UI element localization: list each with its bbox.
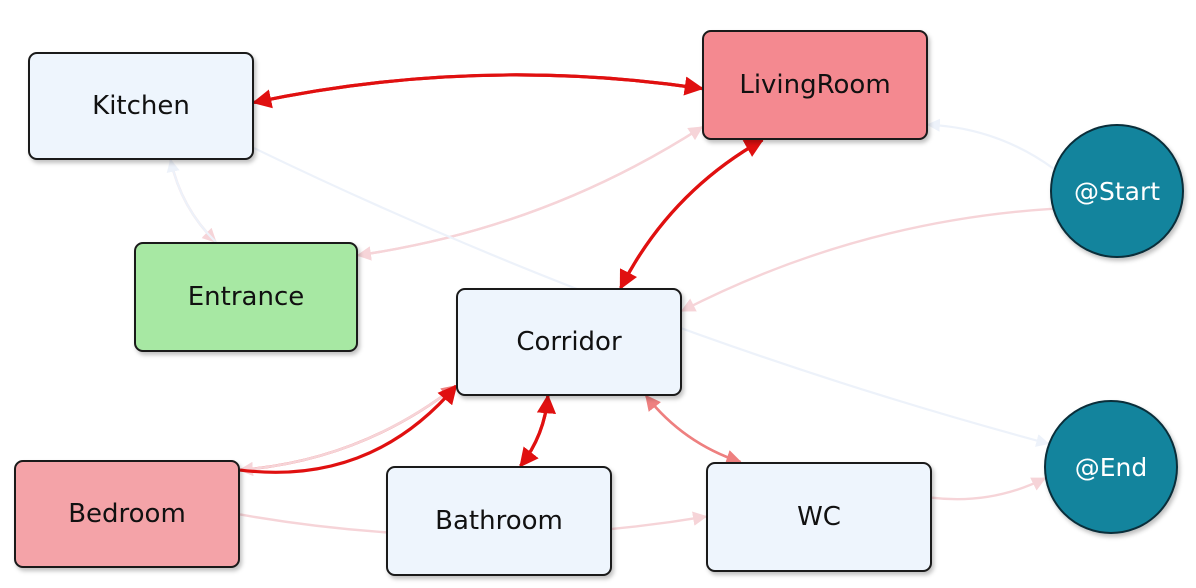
node-label: Kitchen (92, 91, 190, 121)
node-end[interactable]: @End (1044, 400, 1178, 534)
node-bedroom[interactable]: Bedroom (14, 460, 240, 568)
edge-corridor-to-bedroom[interactable] (238, 385, 457, 477)
edge-livingroom-to-entrance[interactable] (356, 126, 703, 261)
edge-bedroom-to-corridor[interactable] (239, 384, 458, 474)
edge-start-to-livingroom[interactable] (926, 118, 1055, 170)
node-bathroom[interactable]: Bathroom (386, 466, 612, 576)
node-label: Entrance (187, 282, 305, 312)
edge-entrance-to-kitchen[interactable] (166, 158, 217, 243)
node-label: @End (1074, 452, 1148, 482)
node-label: @Start (1073, 176, 1161, 206)
node-kitchen[interactable]: Kitchen (28, 52, 254, 160)
node-label: Bathroom (435, 506, 563, 536)
node-livingroom[interactable]: LivingRoom (702, 30, 928, 140)
edge-wc-to-end[interactable] (931, 477, 1047, 501)
edge-kitchen-to-livingroom[interactable] (253, 73, 704, 105)
node-wc[interactable]: WC (706, 462, 932, 572)
node-entrance[interactable]: Entrance (134, 242, 358, 352)
node-start[interactable]: @Start (1050, 124, 1184, 258)
node-corridor[interactable]: Corridor (456, 288, 682, 396)
edge-corridor-to-livingroom[interactable] (619, 138, 765, 289)
edge-kitchen-to-entrance[interactable] (169, 159, 217, 244)
edge-entrance-to-livingroom[interactable] (357, 126, 704, 257)
node-label: Bedroom (68, 499, 186, 529)
edge-bedroom-to-corridor[interactable] (239, 384, 458, 472)
node-label: WC (797, 502, 841, 532)
edge-wc-to-corridor[interactable] (645, 394, 741, 464)
edge-bathroom-to-corridor[interactable] (519, 394, 557, 467)
node-label: LivingRoom (739, 70, 891, 100)
edge-corridor-to-wc[interactable] (645, 395, 742, 465)
edge-start-to-corridor[interactable] (680, 207, 1053, 312)
node-label: Corridor (516, 327, 622, 357)
edge-corridor-to-bathroom[interactable] (519, 395, 550, 468)
